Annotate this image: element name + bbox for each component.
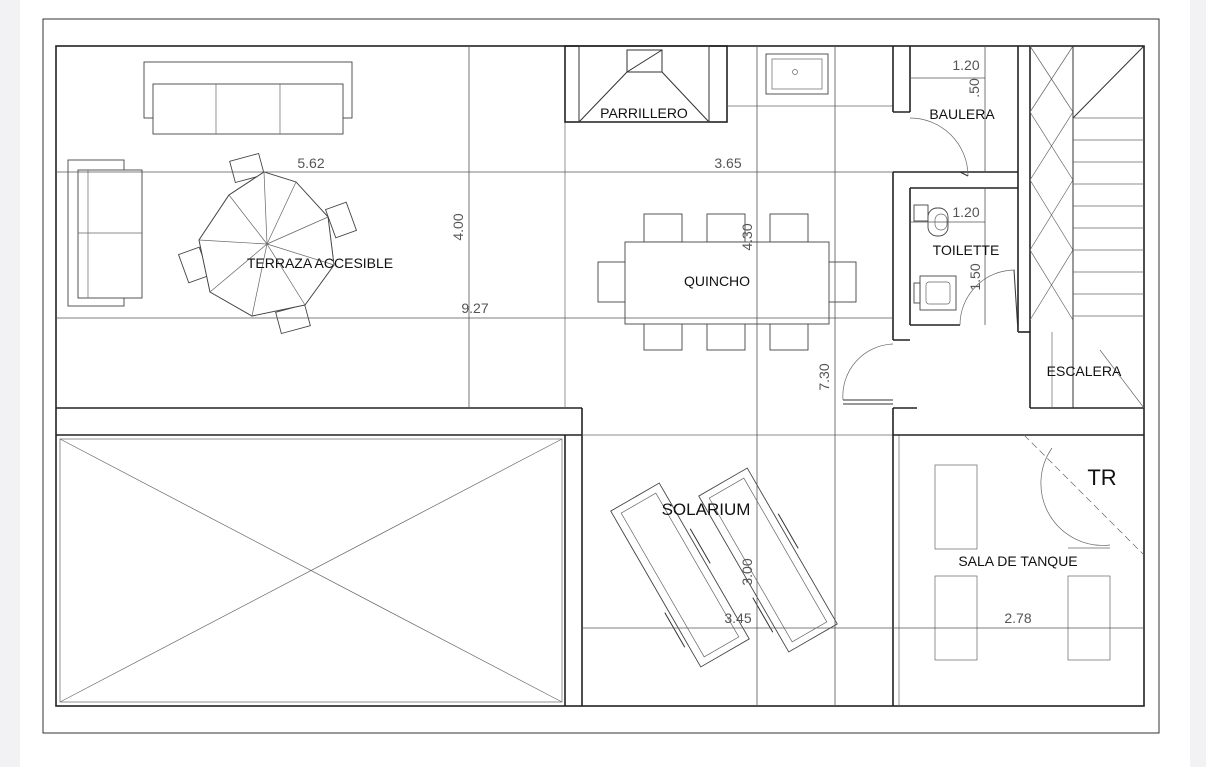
- dim-345: 3.45: [724, 610, 751, 626]
- toilette-door-swing: [959, 269, 1016, 326]
- room-label-baulera: BAULERA: [929, 106, 995, 122]
- sofa-left: [67, 159, 143, 307]
- room-label-parrillero: PARRILLERO: [600, 105, 688, 121]
- dim-562: 5.62: [297, 155, 324, 171]
- dim-927: 9.27: [461, 300, 488, 316]
- dim-430: 4.30: [739, 223, 755, 250]
- room-label-solarium: SOLARIUM: [662, 500, 751, 519]
- sheet-frame: [42, 18, 1160, 734]
- dim-278: 2.78: [1004, 610, 1031, 626]
- dim-150: 1.50: [967, 263, 983, 290]
- dim-50: .50: [966, 78, 982, 98]
- dim-365: 3.65: [714, 155, 741, 171]
- void-cross: [59, 438, 563, 703]
- dim-400: 4.00: [450, 213, 466, 240]
- sofa-top: [143, 61, 353, 135]
- sun-loungers: [610, 467, 838, 668]
- room-label-tr: TR: [1087, 465, 1116, 490]
- dim-120-mid: 1.20: [952, 204, 979, 220]
- floor-plan: TERRAZA ACCESIBLE PARRILLERO BAULERA TOI…: [42, 18, 1160, 734]
- room-label-toilette: TOILETTE: [933, 242, 1000, 258]
- dimension-lines: [56, 46, 1144, 706]
- room-label-sala-tanque: SALA DE TANQUE: [958, 553, 1077, 569]
- room-label-terraza: TERRAZA ACCESIBLE: [247, 255, 393, 271]
- washbasin: [919, 275, 957, 311]
- quincho-door-swing: [842, 343, 894, 401]
- outer-walls: [55, 45, 1145, 707]
- water-tanks: [934, 464, 1111, 661]
- dim-300: 3.00: [739, 558, 755, 585]
- dim-730: 7.30: [816, 363, 832, 390]
- round-table-with-chairs: [177, 152, 358, 335]
- dim-120-top: 1.20: [952, 57, 979, 73]
- room-label-quincho: QUINCHO: [684, 273, 750, 289]
- tr-door-swing: [1023, 434, 1145, 556]
- room-label-escalera: ESCALERA: [1047, 363, 1122, 379]
- baulera-door-swing: [909, 117, 969, 177]
- dining-table: [597, 213, 857, 351]
- staircase: [1029, 45, 1145, 409]
- drawing-sheet: TERRAZA ACCESIBLE PARRILLERO BAULERA TOI…: [20, 0, 1190, 767]
